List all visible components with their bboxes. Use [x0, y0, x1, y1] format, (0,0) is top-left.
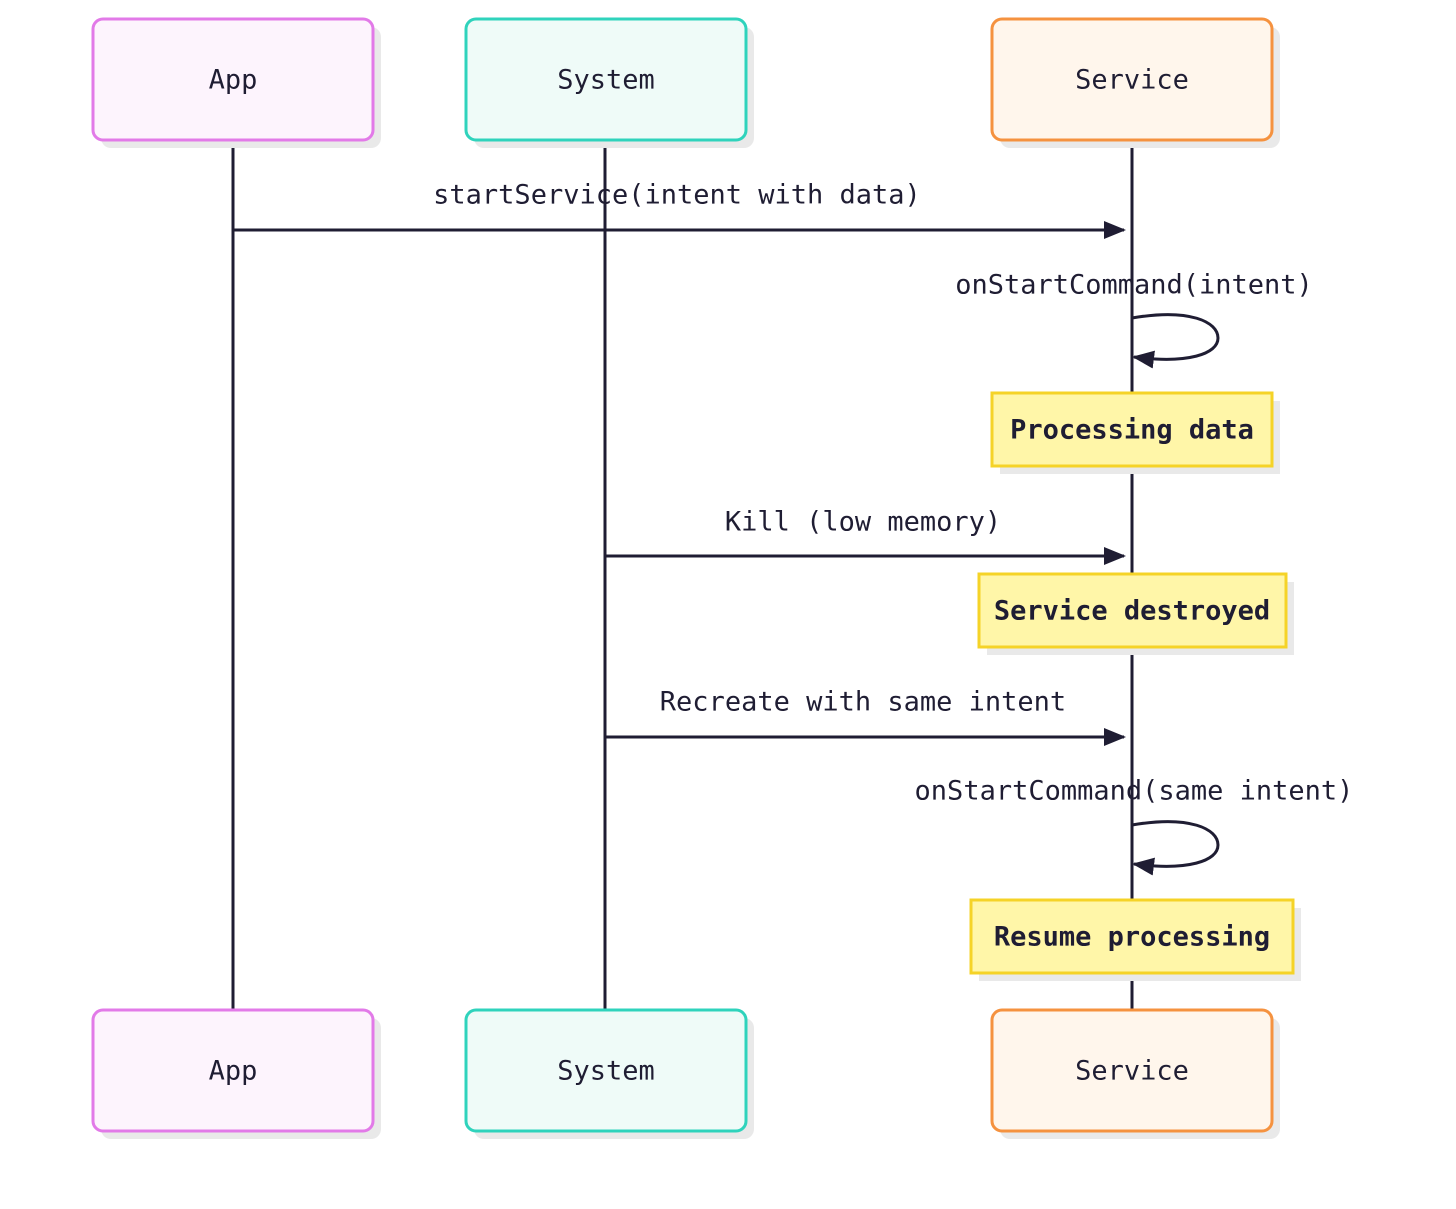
message-on-start-command-same-intent: onStartCommand(same intent)	[915, 776, 1354, 876]
note-resume-processing: Resume processing	[969, 898, 1301, 981]
message-label: Kill (low memory)	[725, 507, 1001, 538]
message-label: onStartCommand(intent)	[955, 270, 1313, 301]
actor-system-bottom: System	[464, 1008, 754, 1139]
actor-app-bottom: App	[91, 1008, 381, 1139]
message-label: startService(intent with data)	[433, 180, 921, 211]
actor-service-top: Service	[990, 17, 1280, 148]
actor-box	[990, 17, 1274, 142]
actor-service-bottom: Service	[990, 1008, 1280, 1139]
note-label: Resume processing	[994, 922, 1270, 953]
actor-label: System	[557, 65, 655, 96]
actor-label: Service	[1075, 65, 1189, 96]
actor-box	[464, 1008, 748, 1133]
actor-box	[91, 17, 375, 142]
self-loop-arrow	[1131, 820, 1220, 876]
actor-system-top: System	[464, 17, 754, 148]
note-box	[977, 572, 1288, 649]
note-processing-data: Processing data	[990, 391, 1280, 474]
note-box	[969, 898, 1295, 975]
actor-label: App	[209, 65, 258, 96]
note-label: Service destroyed	[994, 596, 1270, 627]
message-kill: Kill (low memory)	[605, 507, 1126, 565]
actor-box	[464, 17, 748, 142]
actor-app-top: App	[91, 17, 381, 148]
actor-label: Service	[1075, 1056, 1189, 1087]
message-on-start-command: onStartCommand(intent)	[955, 270, 1313, 369]
actor-box	[990, 1008, 1274, 1133]
message-label: Recreate with same intent	[660, 687, 1066, 718]
message-recreate: Recreate with same intent	[605, 687, 1126, 746]
note-box	[990, 391, 1274, 468]
actor-label: App	[209, 1056, 258, 1087]
message-label: onStartCommand(same intent)	[915, 776, 1354, 807]
note-service-destroyed: Service destroyed	[977, 572, 1294, 655]
actor-box	[91, 1008, 375, 1133]
note-label: Processing data	[1010, 415, 1254, 446]
message-start-service: startService(intent with data)	[233, 180, 1126, 239]
actor-label: System	[557, 1056, 655, 1087]
self-loop-arrow	[1131, 313, 1220, 369]
